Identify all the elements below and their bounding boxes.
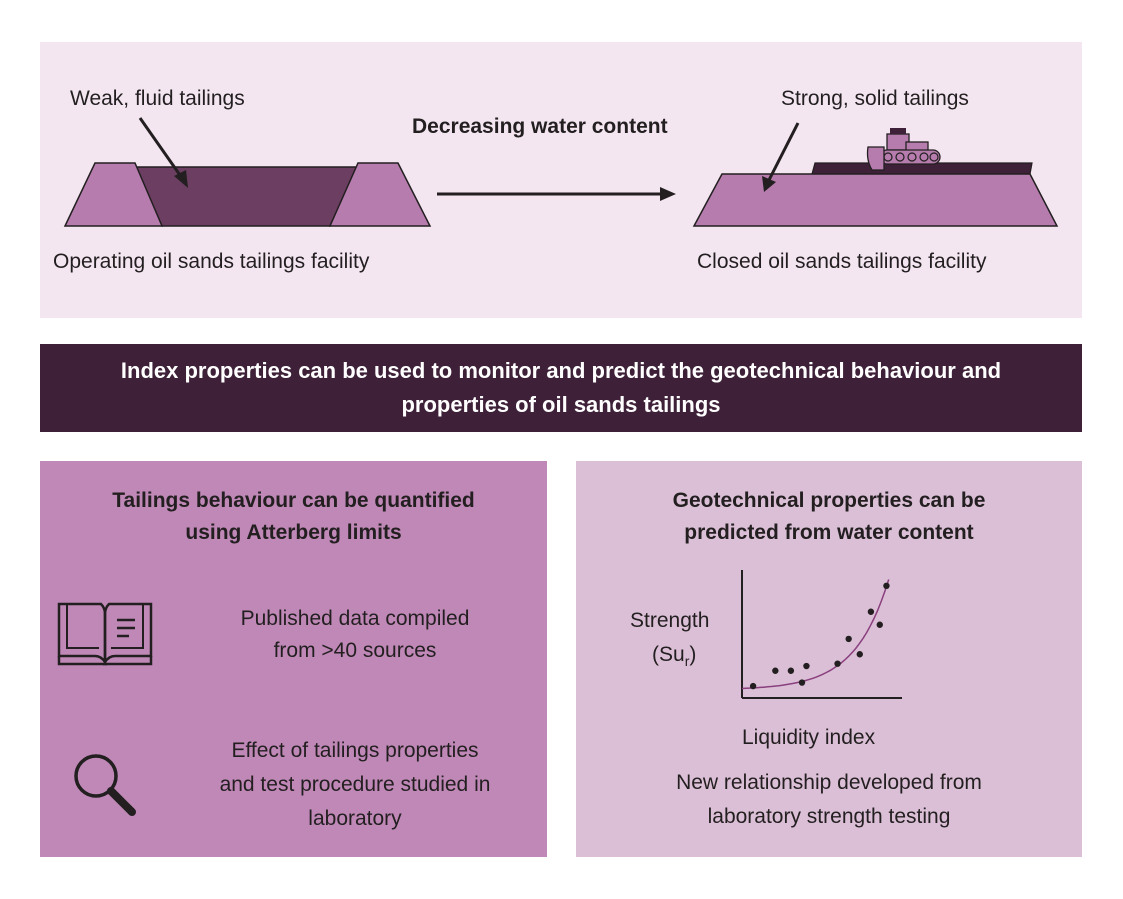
lab-study-line-3: laboratory [308, 807, 402, 830]
atterberg-limits-panel [40, 461, 547, 857]
chart-point [883, 582, 890, 589]
bulldozer-icon [866, 128, 941, 171]
chart-trend-line [741, 579, 890, 690]
chart-point [798, 679, 806, 686]
chart-y-label-units-close: ) [689, 643, 697, 666]
magnifying-glass-icon [74, 754, 136, 816]
strength-liquidity-chart [741, 570, 902, 699]
closed-facility-diagram [692, 128, 1059, 227]
left-panel-title-line-2: using Atterberg limits [185, 521, 402, 544]
weak-fluid-tailings-label: Weak, fluid tailings [70, 87, 245, 110]
solid-tailings-deposit [692, 173, 1059, 227]
strong-solid-tailings-label: Strong, solid tailings [781, 87, 969, 110]
chart-point [845, 635, 852, 643]
chart-point [803, 662, 810, 670]
chart-point [876, 621, 883, 628]
closed-facility-caption: Closed oil sands tailings facility [697, 250, 987, 273]
chart-point [834, 660, 841, 667]
published-data-line-1: Published data compiled [240, 607, 470, 630]
water-content-prediction-panel [576, 461, 1082, 857]
left-embankment [63, 162, 164, 227]
chart-y-label-units: (Sur) [652, 640, 696, 676]
right-embankment [328, 162, 432, 227]
strong-pointer-arrow [762, 122, 800, 192]
lab-study-line-1: Effect of tailings properties [231, 739, 479, 762]
published-data-line-2: from >40 sources [273, 639, 437, 662]
operating-facility-diagram [63, 162, 432, 227]
open-book-icon [57, 602, 153, 667]
operating-facility-caption: Operating oil sands tailings facility [53, 250, 370, 273]
chart-y-label: Strength [630, 609, 710, 632]
banner-line-2: properties of oil sands tailings [401, 392, 721, 417]
chart-y-label-subscript: r [684, 653, 690, 670]
chart-point [867, 608, 875, 615]
right-panel-title-line-2: predicted from water content [684, 521, 974, 544]
right-footer-line-1: New relationship developed from [676, 771, 982, 794]
chart-point [787, 667, 795, 674]
left-panel-title-line-1: Tailings behaviour can be quantified [112, 489, 475, 512]
water-content-arrow [437, 187, 676, 201]
chart-point [856, 651, 863, 658]
chart-point [749, 682, 757, 690]
chart-x-label: Liquidity index [742, 726, 876, 749]
right-panel-title-line-1: Geotechnical properties can be [672, 489, 986, 512]
decreasing-water-content-label: Decreasing water content [412, 115, 668, 138]
weak-pointer-arrow [138, 117, 188, 188]
index-properties-banner: Index properties can be used to monitor … [40, 344, 1082, 432]
chart-y-label-units-base: (Su [652, 643, 685, 666]
lab-study-line-2: and test procedure studied in [219, 773, 491, 796]
chart-point [772, 667, 779, 674]
chart-points [749, 582, 890, 690]
banner-line-1: Index properties can be used to monitor … [120, 358, 1002, 383]
right-footer-line-2: laboratory strength testing [707, 805, 951, 828]
fluid-tailings-pond [133, 166, 360, 227]
